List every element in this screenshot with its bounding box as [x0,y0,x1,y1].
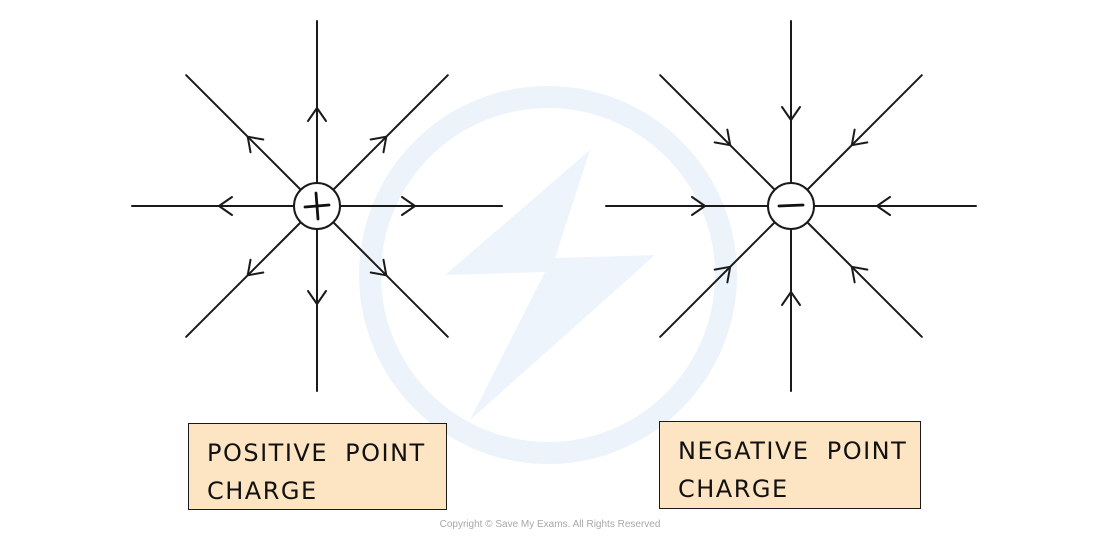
negative-arrow-west-icon [691,196,706,216]
positive-field-line-north-east [332,74,449,191]
positive-field-line-south-east [332,221,449,338]
positive-label-line-1: POSITIVE POINT [207,439,426,467]
copyright-notice: Copyright © Save My Exams. All Rights Re… [439,519,661,530]
positive-field-lines [131,20,503,392]
positive-arrow-north-icon [307,107,327,122]
positive-arrow-north-east-icon [369,135,388,154]
negative-arrow-south-icon [781,291,801,306]
positive-field-line-north-west [185,74,302,191]
positive-arrow-east-icon [401,196,416,216]
negative-charge-diagram [605,20,977,392]
positive-arrow-south-west-icon [246,258,265,277]
minus-symbol-icon [777,203,805,208]
positive-arrow-south-icon [307,290,327,305]
negative-arrow-east-icon [876,196,891,216]
positive-arrow-south-east-icon [369,258,388,277]
negative-field-lines [605,20,977,392]
negative-label-line-2: CHARGE [678,475,789,503]
negative-field-line-north-west [659,74,776,191]
positive-arrow-north-west-icon [246,135,265,154]
positive-charge-diagram [131,20,503,392]
watermark-logo [359,86,737,464]
positive-label-line-2: CHARGE [207,477,318,505]
negative-field-line-south-east [806,221,923,338]
positive-point-charge-label: POSITIVE POINT CHARGE [188,423,447,510]
negative-arrow-south-west-icon [713,265,732,284]
negative-arrow-north-icon [781,106,801,121]
negative-arrow-south-east-icon [850,265,869,284]
positive-field-line-south-west [185,221,302,338]
negative-arrow-north-east-icon [850,128,869,147]
negative-field-line-south-west [659,221,776,338]
positive-arrow-west-icon [218,196,233,216]
plus-symbol-icon [303,191,331,221]
negative-point-charge-label: NEGATIVE POINT CHARGE [659,421,921,509]
negative-arrow-north-west-icon [713,128,732,147]
negative-label-line-1: NEGATIVE POINT [678,437,908,465]
negative-field-line-north-east [806,74,923,191]
